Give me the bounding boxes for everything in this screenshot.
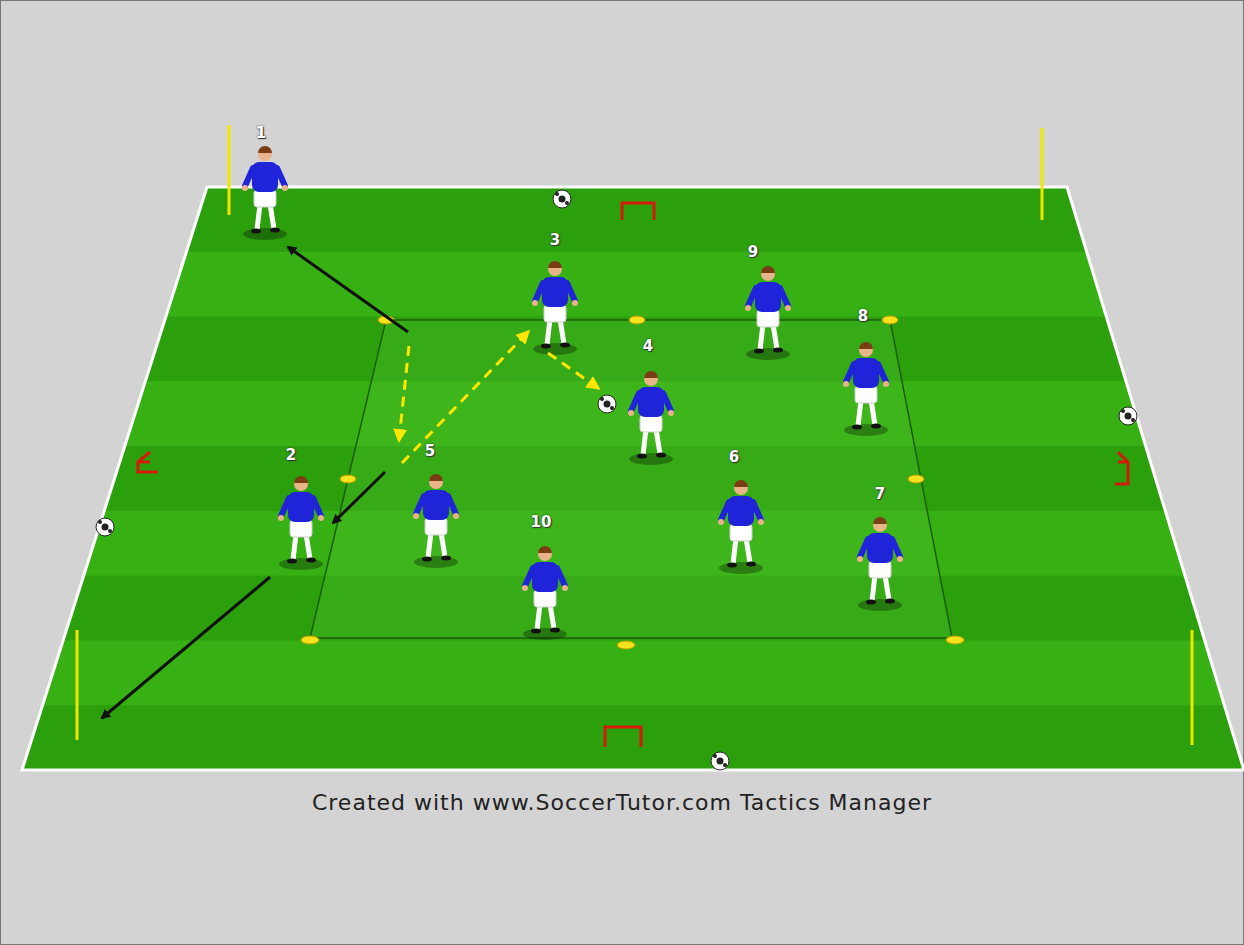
player-number: 4: [643, 337, 653, 355]
player-number: 8: [858, 307, 868, 325]
player-number: 2: [286, 446, 296, 464]
player-number: 10: [531, 513, 552, 531]
player-number: 5: [425, 442, 435, 460]
player-number: 7: [875, 485, 885, 503]
player-number: 3: [550, 231, 560, 249]
player-number: 6: [729, 448, 739, 466]
player-number: 9: [748, 243, 758, 261]
player-number: 1: [256, 124, 266, 142]
caption: Created with www.SoccerTutor.com Tactics…: [0, 790, 1244, 815]
